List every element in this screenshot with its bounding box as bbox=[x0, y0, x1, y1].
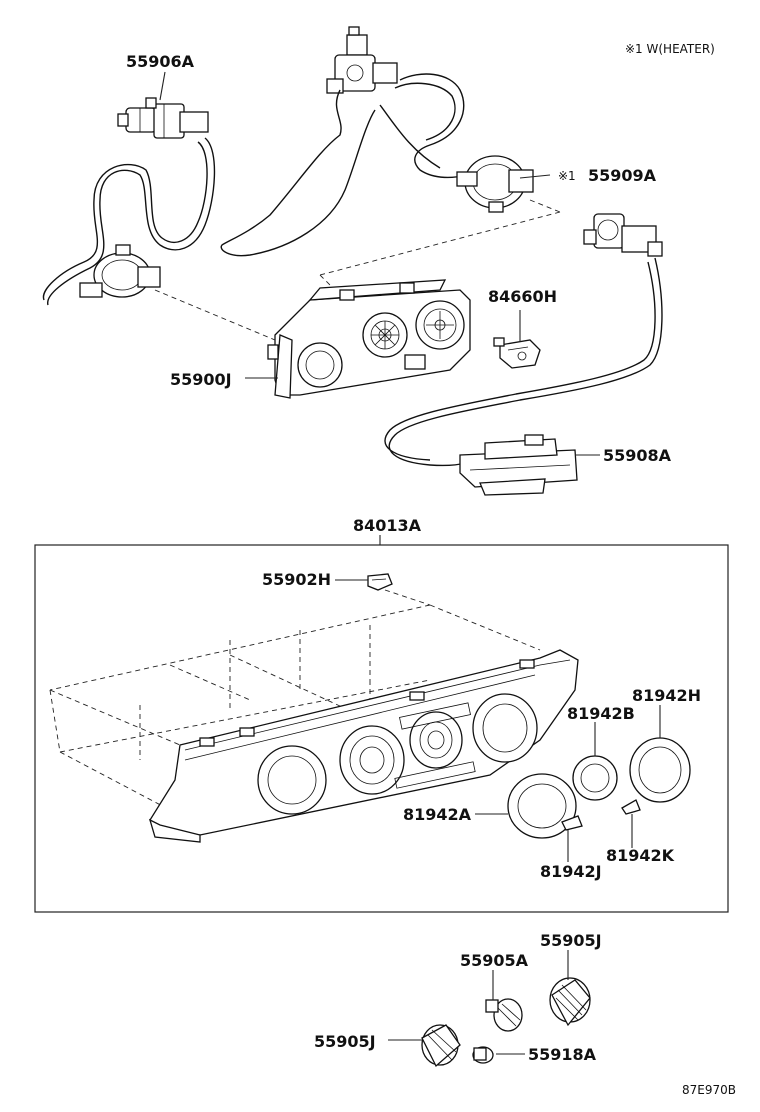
label-55909A-mark: ※1 bbox=[558, 169, 576, 183]
knob-55905A bbox=[485, 998, 523, 1032]
bezel-panel-84013A bbox=[148, 649, 579, 843]
label-55908A: 55908A bbox=[603, 446, 672, 465]
label-81942B: 81942B bbox=[567, 704, 635, 723]
knob-55905J-bottom bbox=[421, 1024, 461, 1068]
label-55905J-top: 55905J bbox=[540, 931, 602, 950]
button-55918A bbox=[472, 1046, 494, 1064]
knob-55905J-top bbox=[549, 977, 591, 1027]
label-81942A: 81942A bbox=[403, 805, 472, 824]
label-84660H: 84660H bbox=[488, 287, 557, 306]
heater-note: ※1 W(HEATER) bbox=[625, 42, 715, 56]
label-55900J: 55900J bbox=[170, 370, 232, 389]
cable-55908A bbox=[384, 213, 663, 496]
label-81942J: 81942J bbox=[540, 862, 602, 881]
cable-55906A bbox=[42, 97, 216, 306]
piece-81942J bbox=[561, 815, 583, 831]
label-55905J-bottom: 55905J bbox=[314, 1032, 376, 1051]
piece-81942K bbox=[621, 799, 641, 815]
label-84013A: 84013A bbox=[353, 516, 422, 535]
label-55906A: 55906A bbox=[126, 52, 195, 71]
cable-55909A bbox=[220, 26, 534, 257]
ring-81942A bbox=[507, 773, 577, 839]
control-assembly-55900J bbox=[267, 279, 471, 399]
label-81942K: 81942K bbox=[606, 846, 675, 865]
label-81942H: 81942H bbox=[632, 686, 701, 705]
label-55918A: 55918A bbox=[528, 1045, 597, 1064]
label-55909A: 55909A bbox=[588, 166, 657, 185]
clip-84660H bbox=[493, 337, 541, 369]
clip-55902H bbox=[367, 573, 393, 591]
diagram-code: 87E970B bbox=[682, 1083, 736, 1097]
label-55902H: 55902H bbox=[262, 570, 331, 589]
label-55905A: 55905A bbox=[460, 951, 529, 970]
ring-81942B bbox=[572, 755, 618, 801]
ring-81942H bbox=[629, 737, 691, 803]
bezel-box bbox=[34, 544, 729, 913]
